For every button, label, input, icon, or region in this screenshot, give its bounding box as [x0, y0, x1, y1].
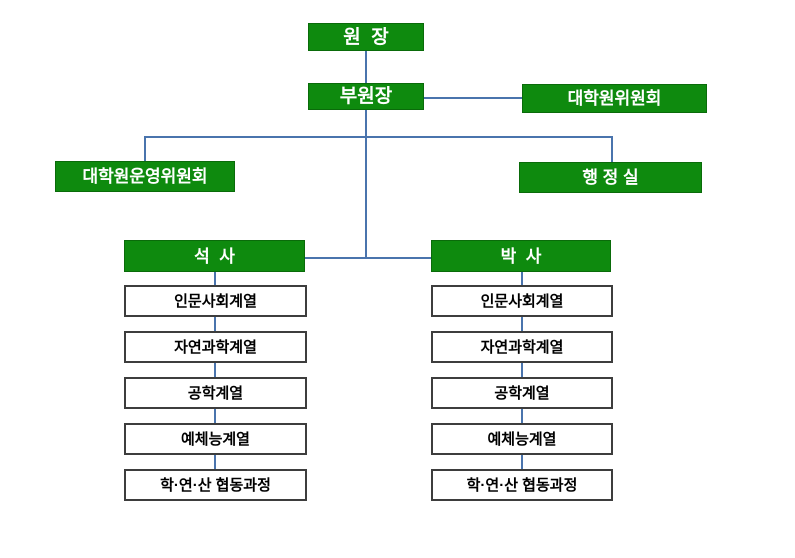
graduate-committee-box: 대학원위원회 — [522, 84, 707, 113]
masters-dept-arts-sports: 예체능계열 — [124, 423, 307, 455]
doctoral-dept-cooperative: 학·연·산 협동과정 — [431, 469, 613, 501]
doctoral-dept-arts-sports: 예체능계열 — [431, 423, 613, 455]
connector-masters-dept4 — [214, 409, 216, 423]
doctoral-dept-humanities: 인문사회계열 — [431, 285, 613, 317]
connector-doctoral-dept5 — [521, 455, 523, 469]
director-box: 원 장 — [308, 23, 424, 51]
connector-masters-dept2 — [214, 317, 216, 331]
connector-doctoral-dept2 — [521, 317, 523, 331]
operating-committee-box: 대학원운영위원회 — [55, 161, 235, 192]
connector-doctoral-dept1 — [521, 272, 523, 285]
admin-office-box: 행 정 실 — [519, 162, 702, 193]
connector-director-vice — [365, 51, 367, 83]
doctoral-dept-engineering: 공학계열 — [431, 377, 613, 409]
masters-dept-natural-science: 자연과학계열 — [124, 331, 307, 363]
connector-masters-dept5 — [214, 455, 216, 469]
connector-doctoral-dept4 — [521, 409, 523, 423]
masters-dept-engineering: 공학계열 — [124, 377, 307, 409]
connector-doctoral-dept3 — [521, 363, 523, 377]
masters-dept-cooperative: 학·연·산 협동과정 — [124, 469, 307, 501]
connector-masters-doctoral — [305, 257, 431, 259]
vice-director-box: 부원장 — [308, 83, 424, 110]
doctoral-dept-natural-science: 자연과학계열 — [431, 331, 613, 363]
connector-masters-dept1 — [214, 272, 216, 285]
masters-dept-humanities: 인문사회계열 — [124, 285, 307, 317]
masters-box: 석 사 — [124, 240, 305, 272]
connector-drop-admin — [611, 136, 613, 162]
connector-masters-dept3 — [214, 363, 216, 377]
connector-horizontal-row2 — [145, 136, 613, 138]
connector-drop-operating — [144, 136, 146, 161]
doctoral-box: 박 사 — [431, 240, 611, 272]
connector-vice-committee — [424, 97, 522, 99]
connector-center-vertical — [365, 110, 367, 258]
